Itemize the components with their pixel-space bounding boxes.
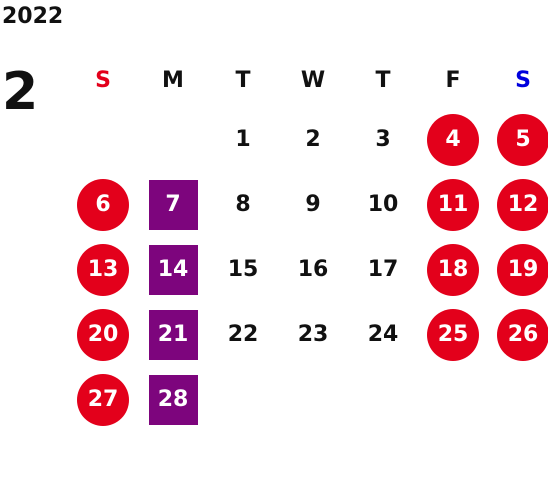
day-cell: 12: [497, 178, 548, 231]
day-cell: 17: [367, 257, 399, 282]
weekday-header-tue: T: [235, 68, 251, 93]
weekday-header-fri: F: [445, 68, 461, 93]
weekday-header-sat: S: [515, 68, 531, 93]
day-cell: 4: [427, 113, 479, 166]
day-cell: 19: [497, 243, 548, 296]
weekday-header-thu: T: [375, 68, 391, 93]
weekday-header-mon: M: [162, 68, 184, 93]
day-cell: 15: [227, 257, 259, 282]
day-cell: 2: [305, 127, 321, 152]
day-cell: 8: [235, 192, 251, 217]
day-cell: 20: [77, 308, 129, 361]
day-cell: 3: [375, 127, 391, 152]
day-cell: 22: [227, 322, 259, 347]
day-cell: 1: [235, 127, 251, 152]
day-cell: 28: [148, 374, 198, 425]
day-cell: 10: [367, 192, 399, 217]
day-cell: 5: [497, 113, 548, 166]
day-cell: 25: [427, 308, 479, 361]
weekday-header-sun: S: [95, 68, 111, 93]
day-cell: 27: [77, 373, 129, 426]
day-cell: 14: [148, 244, 198, 295]
day-cell: 11: [427, 178, 479, 231]
calendar-month: 2: [2, 62, 39, 122]
day-cell: 7: [148, 179, 198, 230]
day-cell: 18: [427, 243, 479, 296]
day-cell: 9: [305, 192, 321, 217]
day-cell: 24: [367, 322, 399, 347]
day-cell: 26: [497, 308, 548, 361]
day-cell: 21: [148, 309, 198, 360]
day-cell: 6: [77, 178, 129, 231]
calendar-year: 2022: [2, 4, 64, 29]
weekday-header-wed: W: [300, 68, 326, 93]
day-cell: 23: [297, 322, 329, 347]
day-cell: 16: [297, 257, 329, 282]
day-cell: 13: [77, 243, 129, 296]
